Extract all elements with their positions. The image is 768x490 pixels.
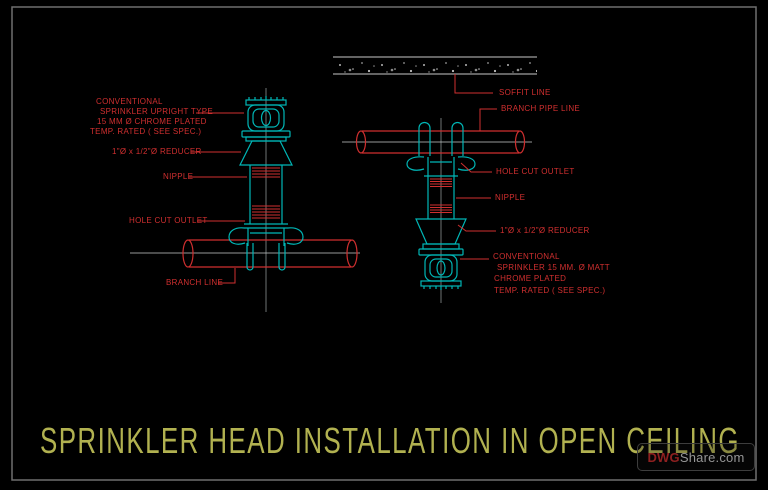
u-bolt-right [451,121,464,156]
label-soffit-line: SOFFIT LINE [499,88,551,97]
label-conventional-pendent-1: CONVENTIONAL [493,252,560,261]
label-conventional-pendent-2: SPRINKLER 15 MM. Ø MATT [497,263,610,272]
watermark-suffix: Share.com [679,449,745,465]
u-bolt-left [418,121,431,156]
concrete-stipple [333,58,537,73]
label-conventional-upright-1: CONVENTIONAL [96,97,163,106]
drawing-title: SPRINKLER HEAD INSTALLATION IN OPEN CEIL… [40,420,740,461]
label-reducer-left: 1"Ø x 1/2"Ø REDUCER [112,147,202,156]
hole-cut-outlet-fitting [406,156,476,177]
label-conventional-pendent-4: TEMP. RATED ( SEE SPEC.) [494,286,606,295]
upright-sprinkler-detail [130,88,360,312]
reducer-cone [239,140,293,166]
sprinkler-bulb [260,109,272,127]
pendent-sprinkler-detail [333,56,537,303]
label-branch-pipe-line: BRANCH PIPE LINE [501,104,581,113]
thread-hatching [252,167,280,219]
label-branch-line: BRANCH LINE [166,278,224,287]
watermark-brand: DWG [647,449,680,465]
right-leader-lines [454,74,497,260]
label-conventional-pendent-3: CHROME PLATED [494,274,567,283]
label-reducer-right: 1"Ø x 1/2"Ø REDUCER [500,226,590,235]
nipple-pipe [249,165,283,224]
hole-cut-outlet-fitting [228,223,304,271]
label-nipple-right: NIPPLE [495,193,526,202]
pendent-sprinkler-body [406,121,476,290]
left-leader-lines [189,112,247,284]
branch-pipe [355,130,526,154]
soffit-band [333,56,537,75]
label-conventional-upright-4: TEMP. RATED ( SEE SPEC.) [90,127,202,136]
sprinkler-bulb [436,260,446,276]
label-nipple-left: NIPPLE [163,172,194,181]
sheet-border [11,6,757,481]
label-conventional-upright-3: 15 MM Ø CHROME PLATED [97,117,207,126]
label-hole-cut-outlet-left: HOLE CUT OUTLET [129,216,208,225]
label-hole-cut-outlet-right: HOLE CUT OUTLET [496,167,575,176]
upright-sprinkler-body [228,96,304,271]
branch-pipe [182,239,358,268]
label-conventional-upright-2: SPRINKLER UPRIGHT TYPE [100,107,213,116]
thread-hatching [430,178,452,213]
nipple-pipe [427,176,455,219]
